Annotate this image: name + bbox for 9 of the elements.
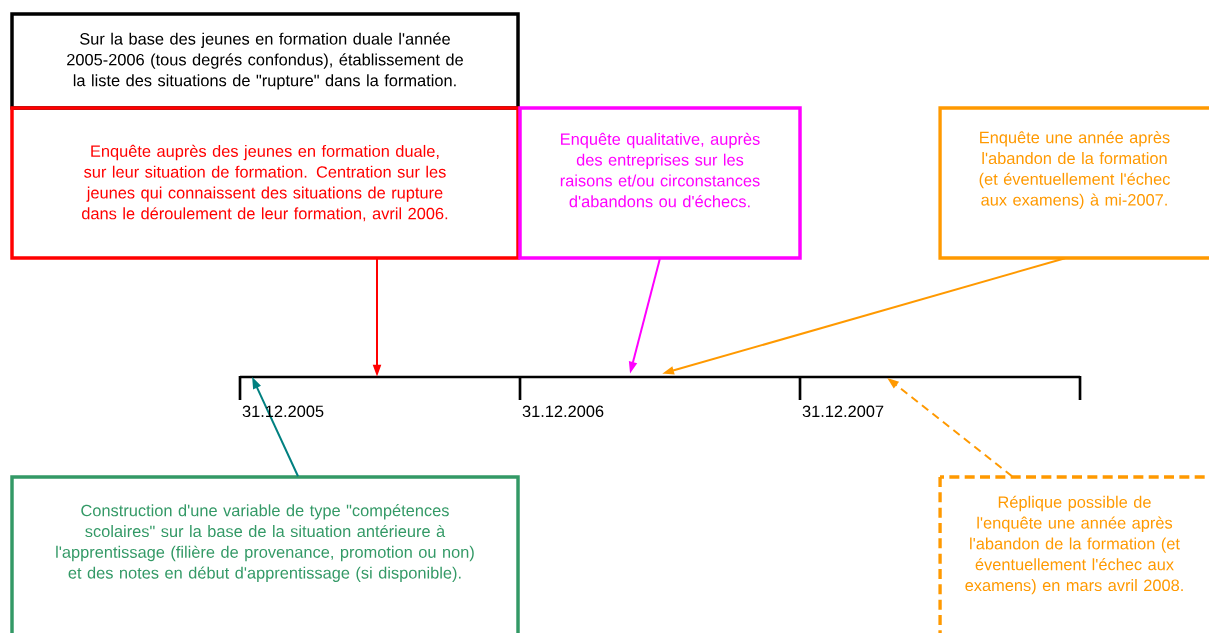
text-box: Réplique possible de l'enquête une année après l'abandon de la formation (et éventuellement l'échec aux examens) en mars avril 2008. xyxy=(938,475,1209,633)
timeline xyxy=(238,375,1082,400)
text-box: Construction d'une variable de type "compétences scolaires" sur la base de la situation antérieure à l'apprentissage (filière de provenance, promotion ou non) et des notes en début d'apprentissage (si disponible). xyxy=(10,475,520,633)
text-box: Enquête une année après l'abandon de la formation (et éventuellement l'échec aux examens) à mi-2007. xyxy=(938,106,1209,260)
date-label: 31.12.2006 xyxy=(522,405,604,418)
text-box: Sur la base des jeunes en formation duale l'année 2005-2006 (tous degrés confondus), établissement de la liste des situations de "rupture" dans la formation. xyxy=(10,12,520,110)
text-box: Enquête qualitative, auprès des entreprises sur les raisons et/ou circonstances d'abandons ou d'échecs. xyxy=(518,106,802,260)
date-label: 31.12.2007 xyxy=(802,405,884,418)
text-box: Enquête auprès des jeunes en formation duale, sur leur situation de formation. Centration sur les jeunes qui connaissent des situations de rupture dans le déroulement de leur formation, avril 2006. xyxy=(10,106,520,260)
